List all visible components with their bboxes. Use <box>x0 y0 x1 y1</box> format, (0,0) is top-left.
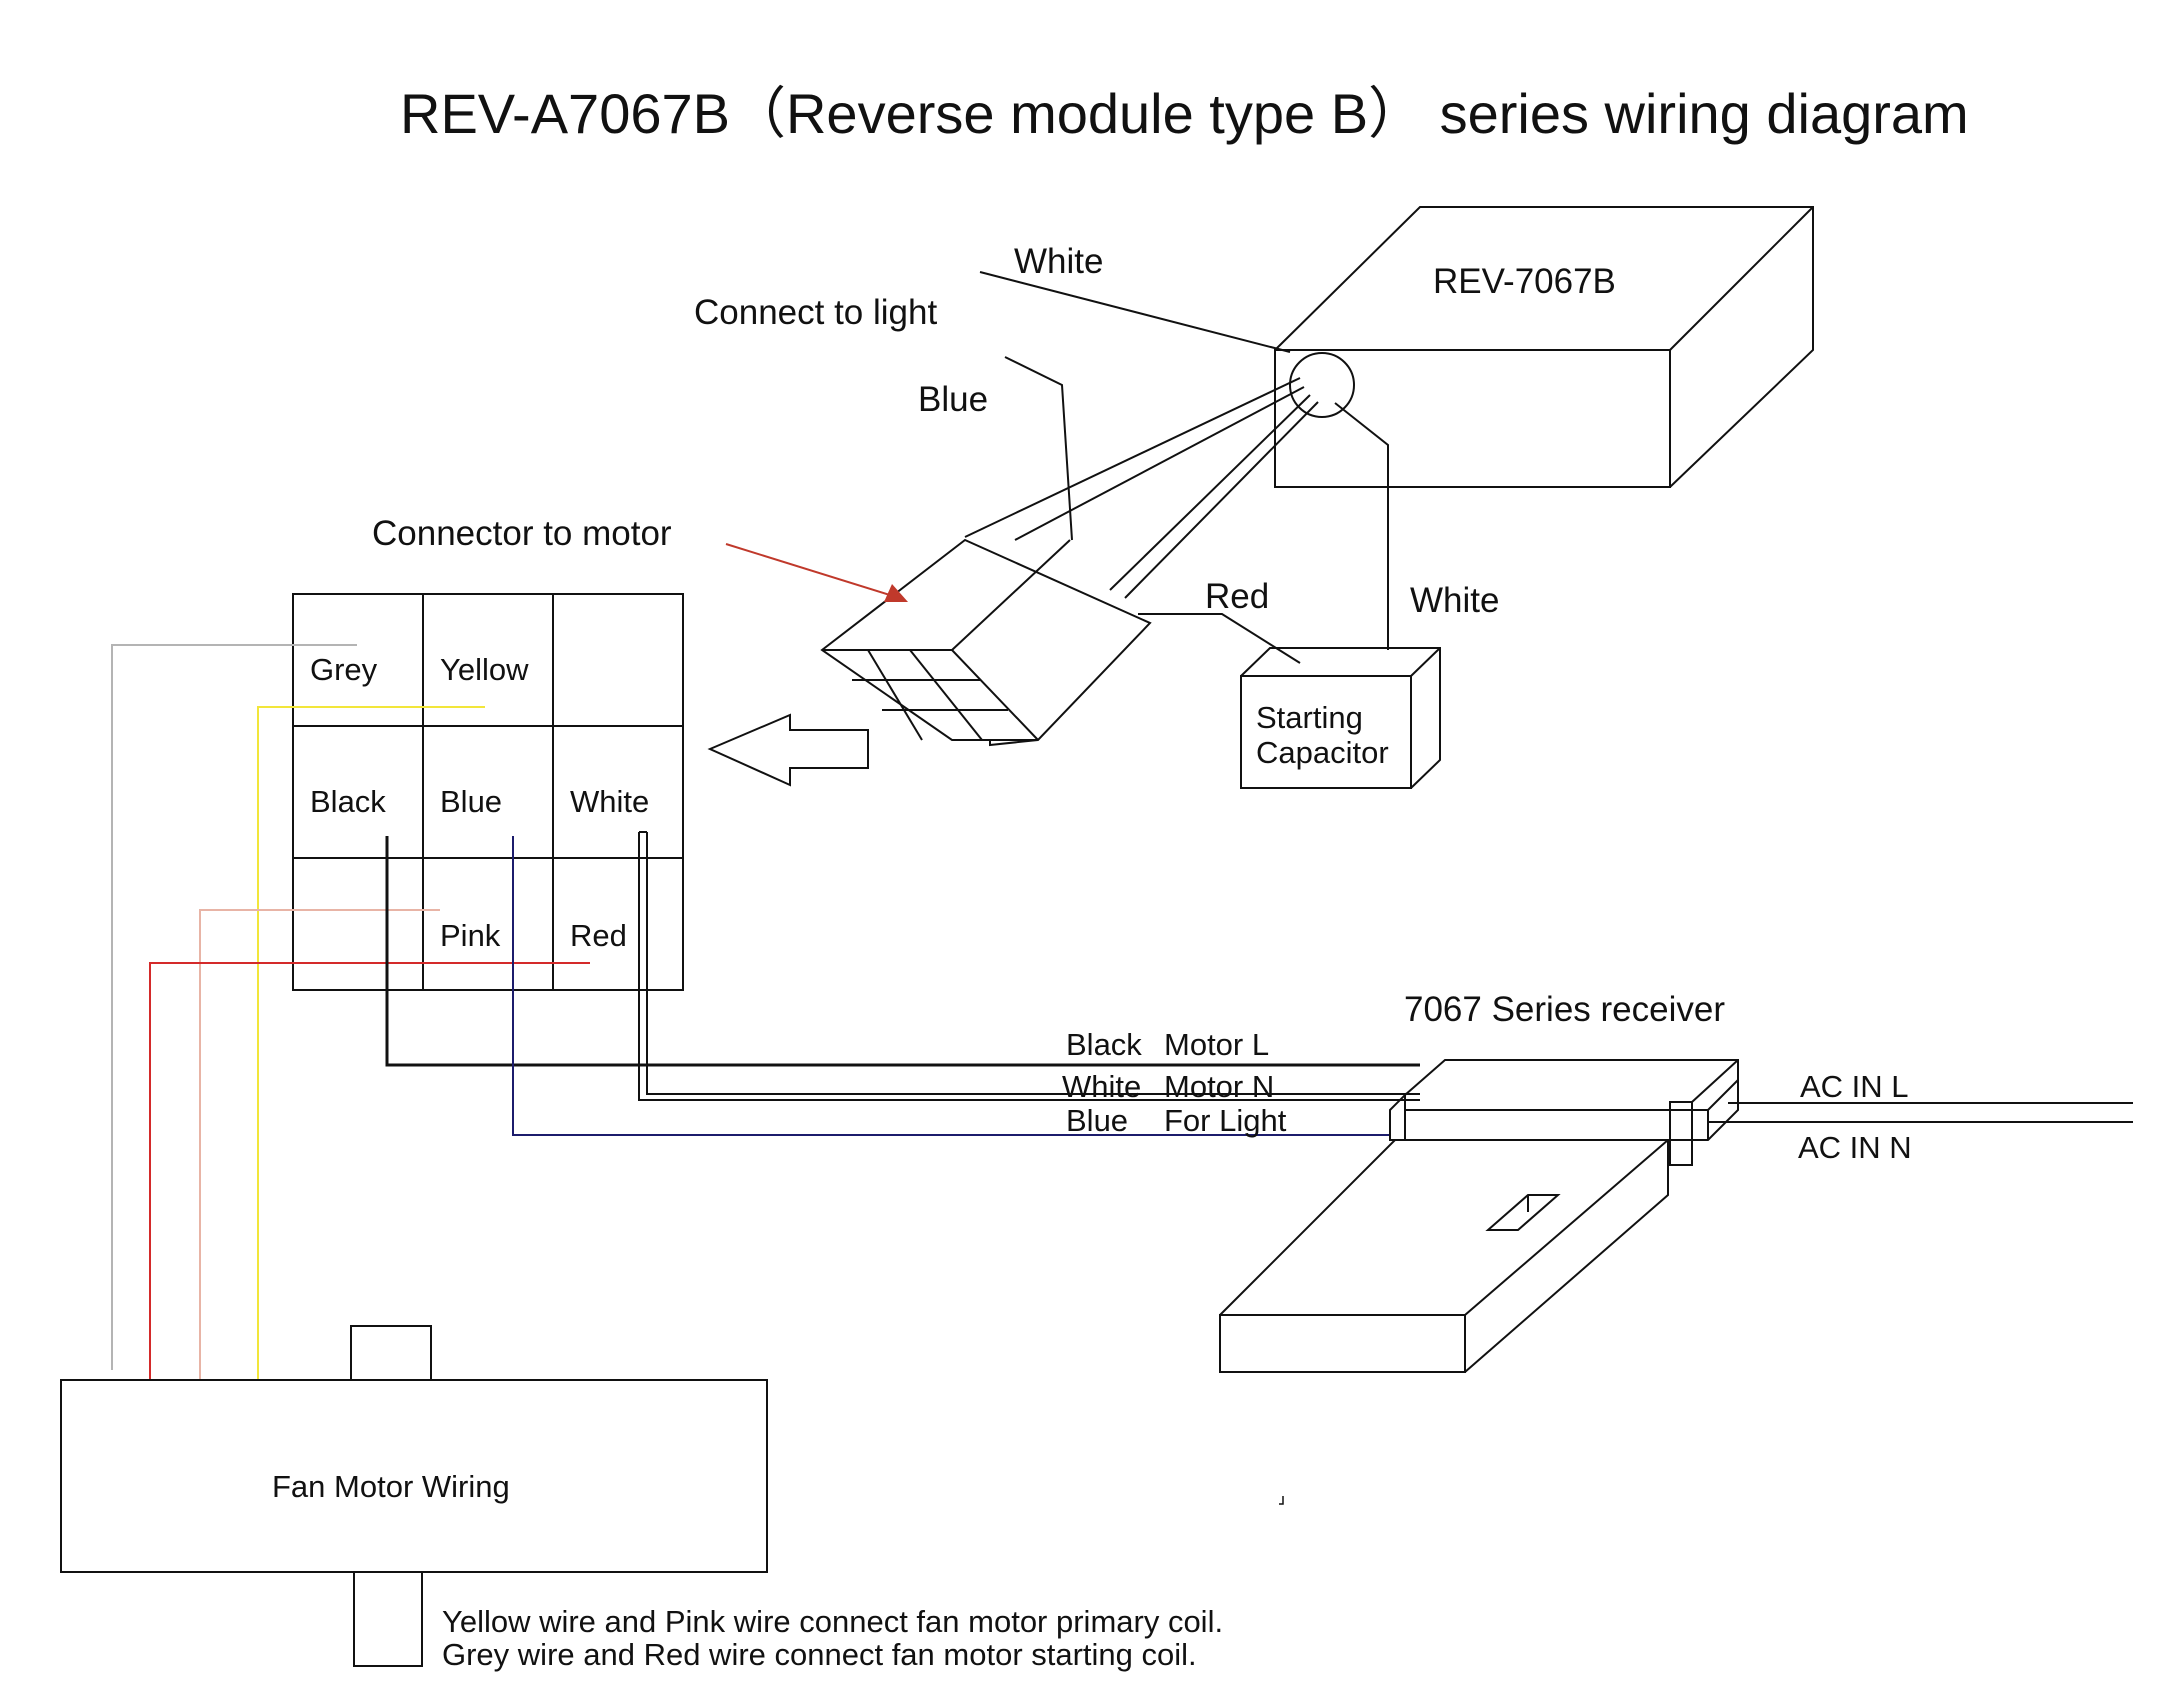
pin-white: White <box>570 784 649 819</box>
receiver-out-white-fn: Motor N <box>1164 1069 1274 1104</box>
receiver-name: 7067 Series receiver <box>1404 990 1725 1029</box>
pin-grid <box>292 593 684 991</box>
capacitor-label-1: Starting <box>1256 700 1363 735</box>
fan-motor-label: Fan Motor Wiring <box>272 1469 510 1504</box>
receiver-box <box>1219 1059 1739 1373</box>
starting-capacitor <box>1240 647 1441 789</box>
capacitor-label-2: Capacitor <box>1256 735 1389 770</box>
pin-red: Red <box>570 918 627 953</box>
receiver-out-black-fn: Motor L <box>1164 1027 1269 1062</box>
label-blue: Blue <box>918 380 988 419</box>
receiver-out-blue-wire: Blue <box>1066 1103 1128 1138</box>
label-white-top: White <box>1014 242 1103 281</box>
receiver-out-white-wire: White <box>1062 1069 1141 1104</box>
grey-wire <box>111 644 357 1370</box>
pin-black: Black <box>310 784 386 819</box>
label-red: Red <box>1205 577 1269 616</box>
note-line-1: Yellow wire and Pink wire connect fan mo… <box>442 1604 1223 1639</box>
pink-wire <box>199 909 440 1380</box>
fan-motor <box>60 1325 768 1667</box>
pin-pink: Pink <box>440 918 501 953</box>
red-wire <box>149 962 590 1380</box>
module-wires <box>964 271 1389 664</box>
ac-in-n: AC IN N <box>1798 1130 1912 1165</box>
pin-grey: Grey <box>310 652 378 687</box>
black-wire <box>385 836 1420 1067</box>
blue-wire <box>512 836 1390 1136</box>
pin-blue: Blue <box>440 784 502 819</box>
note-line-2: Grey wire and Red wire connect fan motor… <box>442 1637 1197 1672</box>
label-white-right: White <box>1410 581 1499 620</box>
receiver-out-blue-fn: For Light <box>1164 1103 1287 1138</box>
pin-yellow: Yellow <box>440 652 529 687</box>
connector-label: Connector to motor <box>372 514 672 553</box>
receiver-out-black-wire: Black <box>1066 1027 1142 1062</box>
rev-module-box <box>1274 206 1814 488</box>
yellow-wire <box>257 706 485 1380</box>
white-wire <box>638 831 1420 1101</box>
motor-connector <box>820 538 1152 747</box>
module-name: REV-7067B <box>1433 262 1616 301</box>
hollow-arrow-icon <box>707 713 869 787</box>
label-connect-to-light: Connect to light <box>694 293 937 332</box>
ac-in-l: AC IN L <box>1800 1069 1909 1104</box>
diagram-title: REV-A7067B（Reverse module type B） series… <box>400 82 1969 145</box>
connector-pointer-arrow <box>725 543 908 602</box>
stray-mark <box>1279 1496 1284 1505</box>
